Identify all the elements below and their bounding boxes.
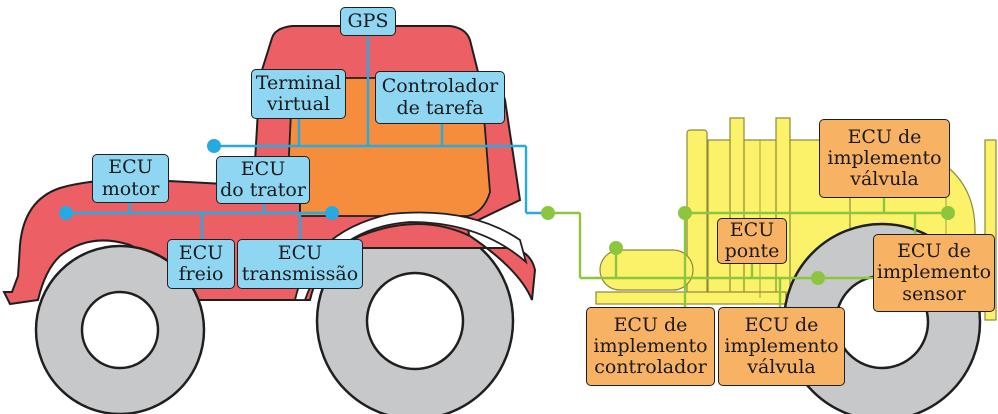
bus-connector-dot [609, 241, 623, 255]
implement-column-3 [775, 117, 791, 299]
front-hub [80, 290, 160, 370]
implement-controller-line1: ECU de [613, 313, 688, 336]
bus-connector-dot [811, 271, 825, 285]
rear-fender [293, 211, 528, 301]
transmission-ecu-label: ECU transmissão [237, 239, 363, 289]
virtual-terminal-line1: Terminal [255, 71, 342, 94]
rear-hub [365, 271, 465, 371]
task-controller-line2: de tarefa [396, 96, 484, 119]
implement-controller-line2: implemento [593, 334, 708, 357]
bus-connector-dot [678, 206, 692, 220]
implement-controller-line3: controlador [594, 356, 707, 379]
bridge-ecu-label: ECU ponte [717, 218, 787, 264]
engine-ecu-line1: ECU [108, 156, 153, 179]
bridge-ecu-line2: ponte [724, 240, 780, 262]
virtual-terminal-label: Terminal virtual [251, 69, 346, 119]
implement-base-rail [595, 291, 787, 305]
transmission-ecu-line1: ECU [277, 241, 323, 264]
implement-valve-top-line2: implemento [827, 146, 942, 169]
engine-ecu-line2: motor [101, 177, 160, 200]
implement-valve-ecu-bottom-label: ECU de implemento válvula [718, 307, 845, 386]
task-controller-line1: Controlador [381, 75, 499, 98]
gps-text: GPS [347, 9, 389, 32]
implement-sensor-line1: ECU de [897, 240, 971, 263]
task-controller-label: Controlador de tarefa [375, 71, 505, 124]
tractor-ecu-line2: do trator [220, 179, 306, 201]
implement-controller-ecu-label: ECU de implemento controlador [586, 307, 715, 386]
bus-connector-dot [207, 139, 221, 153]
bridge-ecu-line1: ECU [729, 218, 775, 241]
bus-connector-dot [541, 206, 555, 220]
tractor-rear-wheel [315, 221, 515, 414]
implement-valve-top-line1: ECU de [847, 125, 922, 148]
implement-valve-bottom-line3: válvula [747, 356, 816, 379]
implement-valve-bottom-line2: implemento [724, 334, 839, 357]
implement-valve-bottom-line1: ECU de [744, 313, 819, 336]
brake-ecu-line1: ECU [178, 241, 224, 264]
virtual-terminal-line2: virtual [266, 93, 331, 115]
tractor-bus [66, 36, 548, 240]
bus-connector-dot [941, 206, 955, 220]
gps-label: GPS [340, 7, 396, 36]
bus-connector-dot [59, 206, 73, 220]
tractor-ecu-label: ECU do trator [216, 156, 310, 204]
tractor-ecu-line1: ECU [240, 157, 286, 180]
implement-sensor-line3: sensor [902, 282, 966, 305]
implement-valve-ecu-top-label: ECU de implemento válvula [819, 119, 950, 198]
implement-right-column [984, 139, 997, 321]
tractor-front-wheel [34, 244, 206, 414]
brake-ecu-line2: freio [178, 263, 224, 285]
implement-sensor-line2: implemento [876, 261, 992, 284]
transmission-ecu-line2: transmissão [241, 263, 359, 285]
implement-valve-top-line3: válvula [850, 168, 919, 191]
brake-ecu-label: ECU freio [167, 239, 235, 289]
implement-column-2 [729, 117, 745, 299]
implement-sensor-ecu-label: ECU de implemento sensor [873, 234, 995, 312]
bus-connector-dot [325, 206, 339, 220]
implement-tank [599, 249, 694, 291]
engine-ecu-label: ECU motor [92, 154, 169, 203]
